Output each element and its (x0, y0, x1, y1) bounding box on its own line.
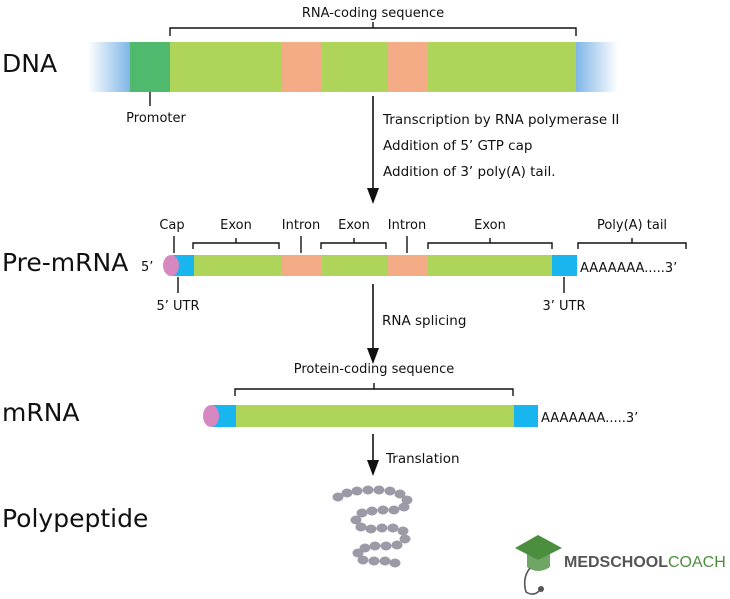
amino-acid-bead (401, 495, 413, 505)
mrna-utr5-segment (212, 405, 236, 427)
amino-acid-bead (380, 541, 392, 551)
mrna-utr3-segment (514, 405, 538, 427)
exon-label: Exon (220, 218, 252, 233)
transcription-arrowhead (367, 188, 379, 204)
amino-acid-bead (376, 523, 388, 533)
mrna-strand (203, 405, 538, 427)
splicing-arrowhead (367, 348, 379, 364)
amino-acid-bead (362, 485, 374, 495)
transcription-step: Transcription by RNA polymerase II (382, 112, 619, 128)
utr3-segment (552, 255, 577, 276)
dna-strand (88, 42, 618, 92)
amino-acid-bead (365, 524, 377, 534)
logo-name-light: COACH (668, 554, 726, 571)
pre-mrna-polya-seq: AAAAAAA.....3’ (580, 261, 677, 276)
pre-mrna-intron-segment (281, 255, 321, 276)
amino-acid-bead (389, 558, 401, 568)
stethoscope-head (538, 586, 544, 592)
amino-acid-bead (355, 522, 367, 532)
utr5-segment (173, 255, 194, 276)
amino-acid-bead (394, 489, 406, 499)
amino-acid-bead (377, 505, 389, 515)
amino-acid-bead (366, 506, 378, 516)
exon-bracket (320, 238, 387, 249)
amino-acid-bead (369, 541, 381, 551)
dna-exon-segment (170, 42, 281, 92)
row-label-dna: DNA (2, 49, 57, 78)
row-label-pre-mrna: Pre-mRNA (2, 248, 128, 277)
dna-intron-segment (388, 42, 428, 92)
polya-label: Poly(A) tail (597, 218, 667, 233)
pre-mrna-exon-segment (321, 255, 388, 276)
dna-exon-segment (428, 42, 576, 92)
amino-acid-bead (384, 486, 396, 496)
mrna-polya-seq: AAAAAAA.....3’ (541, 411, 638, 426)
cap-board (515, 535, 562, 560)
row-label-mrna: mRNA (2, 398, 80, 427)
exon-label: Exon (338, 218, 370, 233)
amino-acid-bead (351, 486, 363, 496)
translation-label: Translation (385, 451, 460, 467)
cap-crown (527, 553, 550, 571)
logo-name-bold: MEDSCHOOL (564, 554, 668, 571)
dna-exon-segment (321, 42, 388, 92)
amino-acid-bead (398, 502, 410, 512)
amino-acid-bead (391, 540, 403, 550)
mrna-cap-segment (203, 405, 219, 427)
amino-acid-bead (356, 508, 368, 518)
translation-arrowhead (367, 460, 379, 476)
amino-acid-bead (388, 505, 400, 515)
mrna-coding-segment (236, 405, 514, 427)
protein-coding-bracket (234, 383, 514, 396)
amino-acid-bead (399, 534, 411, 544)
polya-bracket (577, 238, 687, 249)
exon-bracket (427, 238, 553, 249)
amino-acid-bead (350, 515, 362, 525)
splicing-label: RNA splicing (382, 313, 466, 329)
utr3-label: 3’ UTR (542, 299, 585, 314)
dna-end-right (576, 42, 618, 92)
transcription-step: Addition of 3’ poly(A) tail. (383, 164, 556, 180)
pre-mrna-intron-segment (388, 255, 428, 276)
pre-mrna-exon-segment (194, 255, 281, 276)
polypeptide-chain (332, 485, 413, 568)
five-prime-label: 5’ (141, 260, 153, 275)
dna-intron-segment (281, 42, 321, 92)
intron-label: Intron (282, 218, 320, 233)
coding-sequence-label: RNA-coding sequence (302, 6, 444, 21)
utr5-label: 5’ UTR (156, 299, 199, 314)
dna-end-left (88, 42, 130, 92)
coding-sequence-bracket (169, 22, 577, 36)
amino-acid-bead (357, 555, 369, 565)
graduation-cap-icon (515, 535, 562, 595)
amino-acid-bead (352, 548, 364, 558)
row-label-polypeptide: Polypeptide (2, 504, 148, 533)
logo-wordmark: MEDSCHOOLCOACH (564, 554, 726, 571)
medschoolcoach-logo: MEDSCHOOLCOACH (515, 535, 726, 595)
amino-acid-bead (332, 492, 344, 502)
pre-mrna-strand (163, 255, 577, 276)
amino-acid-bead (373, 485, 385, 495)
amino-acid-bead (379, 556, 391, 566)
transcription-step: Addition of 5’ GTP cap (383, 138, 532, 154)
pre-mrna-exon-segment (428, 255, 552, 276)
exon-bracket (192, 238, 280, 249)
amino-acid-bead (341, 488, 353, 498)
stethoscope-tube (523, 567, 541, 595)
exon-label: Exon (474, 218, 506, 233)
intron-label: Intron (388, 218, 426, 233)
dna-promoter-segment (130, 42, 170, 92)
promoter-label: Promoter (126, 111, 186, 126)
protein-coding-label: Protein-coding sequence (294, 362, 455, 377)
amino-acid-bead (387, 523, 399, 533)
cap-segment (163, 255, 179, 276)
amino-acid-bead (368, 556, 380, 566)
amino-acid-bead (397, 526, 409, 536)
cap-label: Cap (159, 218, 184, 233)
